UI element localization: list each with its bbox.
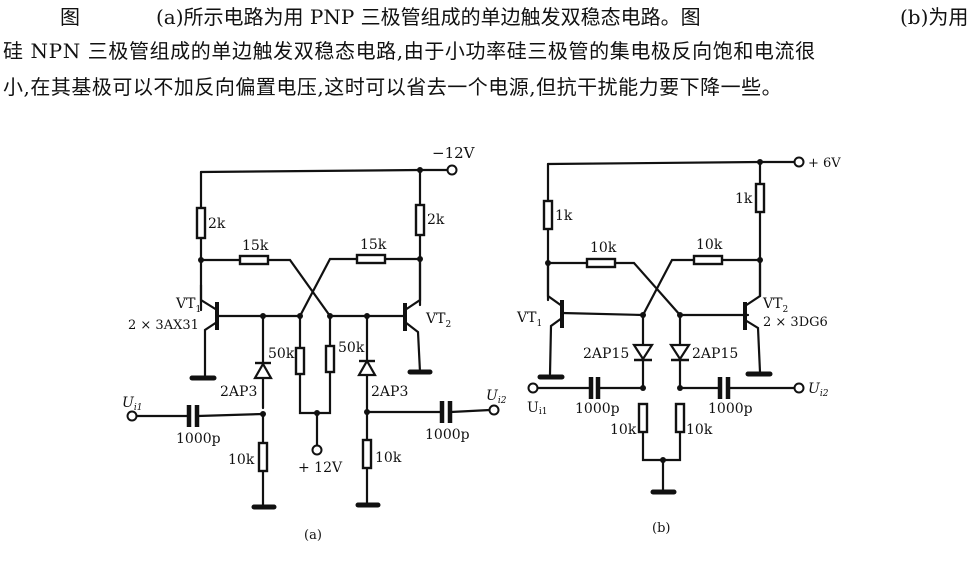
- label-vt2: VT2: [425, 311, 451, 330]
- label-cross-left: 10k: [590, 240, 617, 256]
- label-cap-right: 1000p: [425, 427, 470, 443]
- resistor-50k-left: [294, 346, 306, 376]
- label-cross-right: 10k: [696, 237, 723, 253]
- label-supply-b: + 6V: [808, 156, 841, 171]
- label-pulldown-right: 10k: [686, 422, 713, 438]
- label-rc-left: 2k: [208, 216, 226, 232]
- label-ui1: Ui1: [122, 395, 142, 413]
- circuit-b: + 6V 1k 1k 10k 10k VT1: [516, 156, 841, 536]
- label-cap-right: 1000p: [708, 401, 753, 417]
- label-ui2: Ui2: [486, 388, 507, 406]
- label-pulldown-left: 10k: [228, 452, 255, 468]
- label-ui2: Ui2: [808, 381, 829, 399]
- diode-2ap15-right: [668, 343, 692, 362]
- wire: [641, 313, 682, 462]
- terminal-ui1-b[interactable]: [527, 382, 539, 394]
- resistor-10k-left: [637, 402, 649, 434]
- resistor-15k-right: [355, 253, 387, 265]
- resistor-2k-left: [195, 206, 207, 240]
- label-cap-left: 1000p: [575, 401, 620, 417]
- diode-2ap3-right: [357, 358, 377, 377]
- wire-cross-right: [641, 258, 762, 317]
- circuit-a: −12V 2k 2k 15k 15k VT1 2 × 3AX31: [122, 144, 507, 543]
- label-rc-left: 1k: [555, 208, 573, 224]
- wire-cross-left: [546, 261, 682, 317]
- terminal-neg12v[interactable]: [446, 164, 458, 176]
- terminal-pos6v[interactable]: [793, 156, 805, 168]
- resistor-1k-right: [754, 182, 766, 214]
- terminal-ui2-b[interactable]: [793, 382, 805, 394]
- caption-line-3: 小,在其基极可以不加反向偏置电压,这时可以省去一个电源,但抗干扰能力要下降一些。: [3, 75, 783, 99]
- caption-line-1-text: (a)所示电路为用 PNP 三极管组成的单边触发双稳态电路。图: [156, 5, 701, 29]
- wire-cross-right: [298, 257, 422, 318]
- diode-2ap3-left: [253, 361, 273, 380]
- label-diode-left: 2AP15: [583, 346, 629, 362]
- wire: [135, 412, 265, 418]
- label-supply-neg: −12V: [432, 144, 476, 162]
- resistor-10k-cross-right: [692, 254, 724, 266]
- caption-line-2: 硅 NPN 三极管组成的单边触发双稳态电路,由于小功率硅三极管的集电极反向饱和电…: [3, 39, 816, 63]
- label-vt1: VT1: [516, 310, 542, 329]
- label-diode-left: 2AP3: [220, 384, 257, 400]
- resistor-1k-left: [542, 199, 554, 231]
- label-rc-right: 1k: [735, 191, 753, 207]
- transistor-vt2: [743, 258, 762, 374]
- label-vt1: VT1: [175, 296, 201, 315]
- label-vt2-type: 2 × 3DG6: [763, 315, 828, 330]
- junction-dot: [640, 385, 646, 391]
- resistor-10k-cross-left: [585, 257, 617, 269]
- transistor-vt1: [199, 283, 302, 378]
- label-cross-left: 15k: [242, 238, 269, 254]
- caption-figure-word: 图: [60, 5, 80, 29]
- resistor-10k-right: [674, 402, 686, 434]
- resistor-2k-right: [414, 203, 426, 237]
- label-cap-left: 1000p: [176, 431, 221, 447]
- resistor-10k-left: [257, 441, 269, 473]
- label-diode-right: 2AP15: [692, 346, 738, 362]
- wire-top-rail: [199, 168, 450, 174]
- label-vt2: VT2: [762, 296, 788, 315]
- transistor-vt1: [546, 261, 645, 376]
- wire: [365, 408, 492, 414]
- resistor-10k-right: [361, 438, 373, 470]
- label-bias-right: 50k: [338, 340, 365, 356]
- label-circuit-a: (a): [304, 528, 322, 543]
- label-cross-right: 15k: [360, 237, 387, 253]
- caption-line-1-tail: (b)为用: [900, 5, 969, 29]
- terminal-pos12v[interactable]: [311, 444, 323, 456]
- label-vt1-type: 2 × 3AX31: [128, 318, 199, 333]
- label-pulldown-right: 10k: [375, 450, 402, 466]
- label-pulldown-left: 10k: [610, 422, 637, 438]
- label-supply-pos: + 12V: [298, 460, 343, 476]
- wire-cross-left: [199, 258, 332, 318]
- label-ui1: Ui1: [527, 400, 547, 417]
- label-diode-right: 2AP3: [371, 384, 408, 400]
- diode-2ap15-left: [631, 343, 655, 362]
- transistor-vt2: [403, 257, 422, 374]
- terminal-ui2-a[interactable]: [488, 404, 500, 416]
- resistor-50k-right: [324, 344, 336, 374]
- label-circuit-b: (b): [652, 521, 670, 536]
- label-bias-left: 50k: [268, 346, 295, 362]
- resistor-15k-left: [238, 254, 270, 266]
- label-rc-right: 2k: [427, 212, 445, 228]
